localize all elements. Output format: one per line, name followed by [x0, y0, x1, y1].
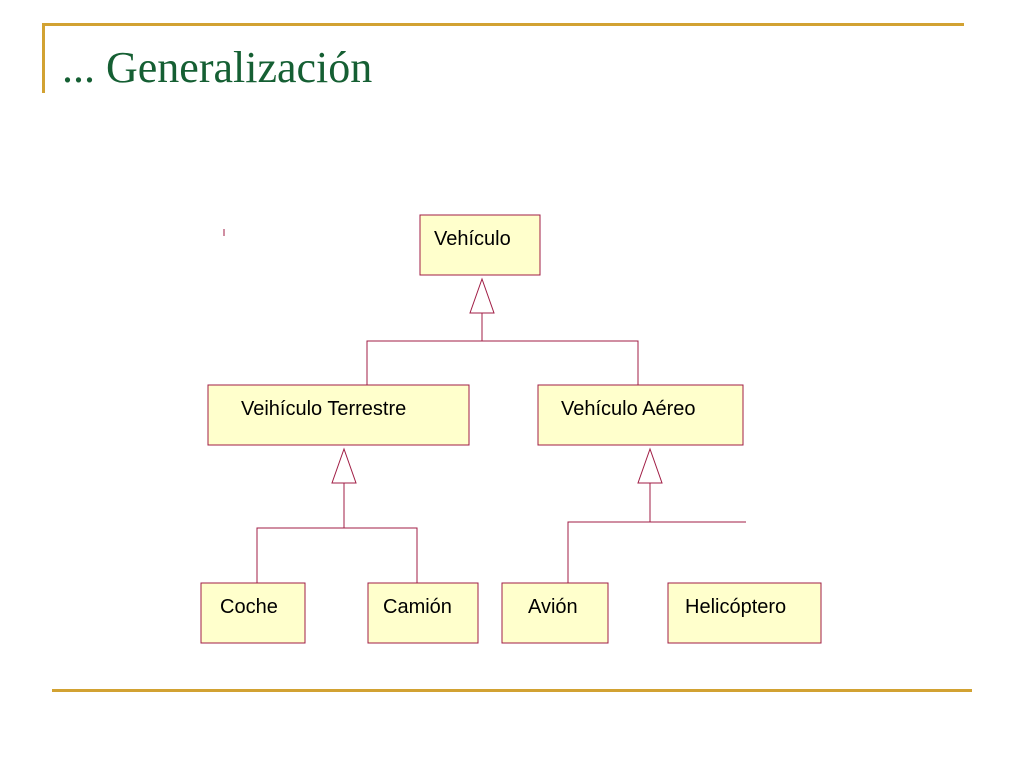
generalization-arrowhead [637, 447, 663, 484]
class-label: Veihículo Terrestre [241, 398, 406, 420]
generalization-arrowhead [469, 277, 495, 314]
connector-terrestre-to-vehiculo [366, 340, 482, 385]
class-helicoptero: Helicóptero [667, 582, 822, 644]
generalization-vehiculo [366, 277, 639, 385]
left-rule [42, 23, 45, 93]
connector-camion-to-terrestre [344, 527, 418, 583]
generalization-arrowhead [331, 447, 357, 484]
class-label: Vehículo Aéreo [561, 398, 696, 420]
class-label: Camión [383, 596, 452, 618]
connector-avion-to-aereo [567, 521, 650, 583]
connector-aereo-to-vehiculo [482, 340, 639, 385]
class-label: Helicóptero [685, 596, 786, 618]
generalization-aereo [567, 447, 746, 583]
slide-title: ... Generalización [62, 43, 373, 92]
generalization-terrestre [256, 447, 418, 583]
bottom-rule [52, 689, 972, 692]
top-rule [42, 23, 964, 26]
class-avion: Avión [501, 582, 609, 644]
class-vehiculo-aereo: Vehículo Aéreo [537, 384, 744, 446]
class-vehiculo: Vehículo [419, 214, 541, 276]
class-label: Coche [220, 596, 278, 618]
class-vehiculo-terrestre: Veihículo Terrestre [207, 384, 470, 446]
class-label: Vehículo [434, 228, 511, 250]
class-label: Avión [528, 596, 578, 618]
class-camion: Camión [367, 582, 479, 644]
connector-coche-to-terrestre [256, 527, 344, 583]
class-coche: Coche [200, 582, 306, 644]
